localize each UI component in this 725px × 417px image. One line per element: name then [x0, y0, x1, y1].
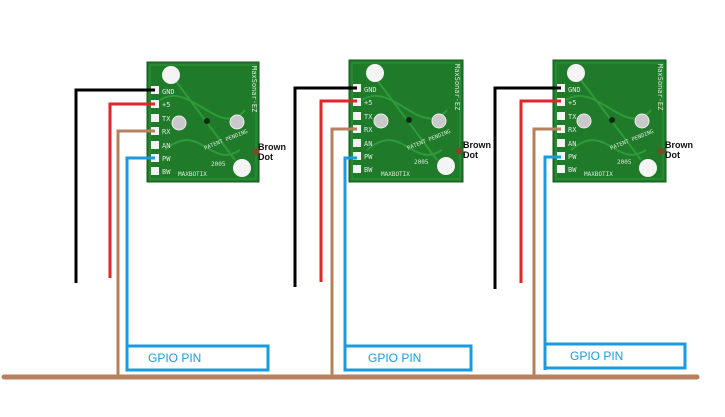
sensor-board-1: GND +5 TX RX AN PW BW MaxSonar-EZ PATENT…	[146, 61, 260, 183]
year-text: 2005	[414, 159, 429, 166]
gpio-wire	[343, 156, 357, 370]
mounting-hole	[233, 159, 251, 177]
pin-label-tx: TX	[364, 113, 373, 121]
pin-label-gnd: GND	[364, 86, 377, 94]
maker-text: MAXBOTIX	[381, 171, 410, 178]
year-text: 2005	[617, 159, 632, 166]
brown-dot-label: Dot	[665, 150, 680, 160]
brown-dot-label: Brown	[463, 140, 491, 150]
mounting-hole	[366, 64, 384, 82]
pin-label-pw: PW	[568, 153, 577, 161]
mounting-hole	[162, 66, 180, 84]
pin-label-tx: TX	[568, 113, 577, 121]
pin-label-rx: RX	[162, 128, 171, 136]
shared-wire	[116, 129, 155, 377]
pin-labels: GND +5 TX RX AN PW BW	[568, 86, 581, 174]
sensor-unit-3: GND +5 TX RX AN PW BW MaxSonar-EZ PATENT…	[493, 59, 693, 377]
pin-label-rx: RX	[568, 126, 577, 134]
pin-label-power: +5	[568, 99, 576, 107]
mounting-hole	[567, 64, 585, 82]
pin-label-bw: BW	[364, 166, 373, 174]
power-wire	[519, 99, 561, 283]
sensor-board-3: GND +5 TX RX AN PW BW MaxSonar-EZ PATENT…	[552, 59, 667, 183]
gnd-wire	[74, 88, 155, 283]
power-wire	[319, 99, 357, 282]
brown-dot-label: Dot	[258, 152, 273, 162]
sensor-unit-1: GND +5 TX RX AN PW BW MaxSonar-EZ PATENT…	[74, 61, 286, 377]
board-silkscreen: MaxSonar-EZ	[453, 64, 461, 110]
pin-label-an: AN	[568, 140, 576, 148]
pin-label-gnd: GND	[162, 88, 175, 96]
sensor-board-2: GND +5 TX RX AN PW BW MaxSonar-EZ PATENT…	[348, 59, 464, 183]
pin-label-bw: BW	[162, 168, 171, 176]
board-silkscreen: MaxSonar-EZ	[656, 64, 664, 110]
mounting-hole	[639, 159, 657, 177]
brown-dot	[657, 147, 665, 155]
brown-dot	[455, 147, 463, 155]
gpio-pin-label: GPIO PIN	[570, 349, 623, 363]
sensor-unit-2: GND +5 TX RX AN PW BW MaxSonar-EZ PATENT…	[293, 59, 491, 377]
power-wire	[108, 102, 155, 278]
brown-dot-label: Brown	[665, 140, 693, 150]
pin-label-gnd: GND	[568, 86, 581, 94]
pin-label-bw: BW	[568, 166, 577, 174]
pin-label-power: +5	[364, 99, 372, 107]
maker-text: MAXBOTIX	[584, 171, 613, 178]
pin-label-tx: TX	[162, 115, 171, 123]
pin-label-rx: RX	[364, 126, 373, 134]
pin-label-an: AN	[364, 140, 372, 148]
gnd-wire	[293, 86, 357, 287]
gpio-wire	[125, 156, 155, 370]
mounting-hole	[437, 157, 455, 175]
gpio-pin-box	[343, 344, 473, 372]
pin-label-an: AN	[162, 142, 170, 150]
pin-label-power: +5	[162, 101, 170, 109]
gpio-pin-label: GPIO PIN	[368, 351, 421, 365]
gpio-pin-box	[543, 342, 687, 370]
shared-wire	[532, 127, 561, 377]
maker-text: MAXBOTIX	[178, 171, 207, 178]
year-text: 2005	[211, 161, 226, 168]
pin-labels: GND +5 TX RX AN PW BW	[364, 86, 377, 174]
gpio-pin-box	[125, 344, 270, 372]
brown-dot-label: Brown	[258, 142, 286, 152]
shared-wire	[330, 127, 357, 377]
gpio-pin-label: GPIO PIN	[148, 351, 201, 365]
pin-labels: GND +5 TX RX AN PW BW	[162, 88, 175, 176]
gnd-wire	[493, 86, 561, 289]
board-silkscreen: MaxSonar-EZ	[250, 66, 258, 112]
brown-dot-label: Dot	[463, 150, 478, 160]
gpio-wire	[543, 155, 561, 370]
pin-label-pw: PW	[364, 153, 373, 161]
pin-label-pw: PW	[162, 155, 171, 163]
brown-dot	[252, 148, 260, 156]
